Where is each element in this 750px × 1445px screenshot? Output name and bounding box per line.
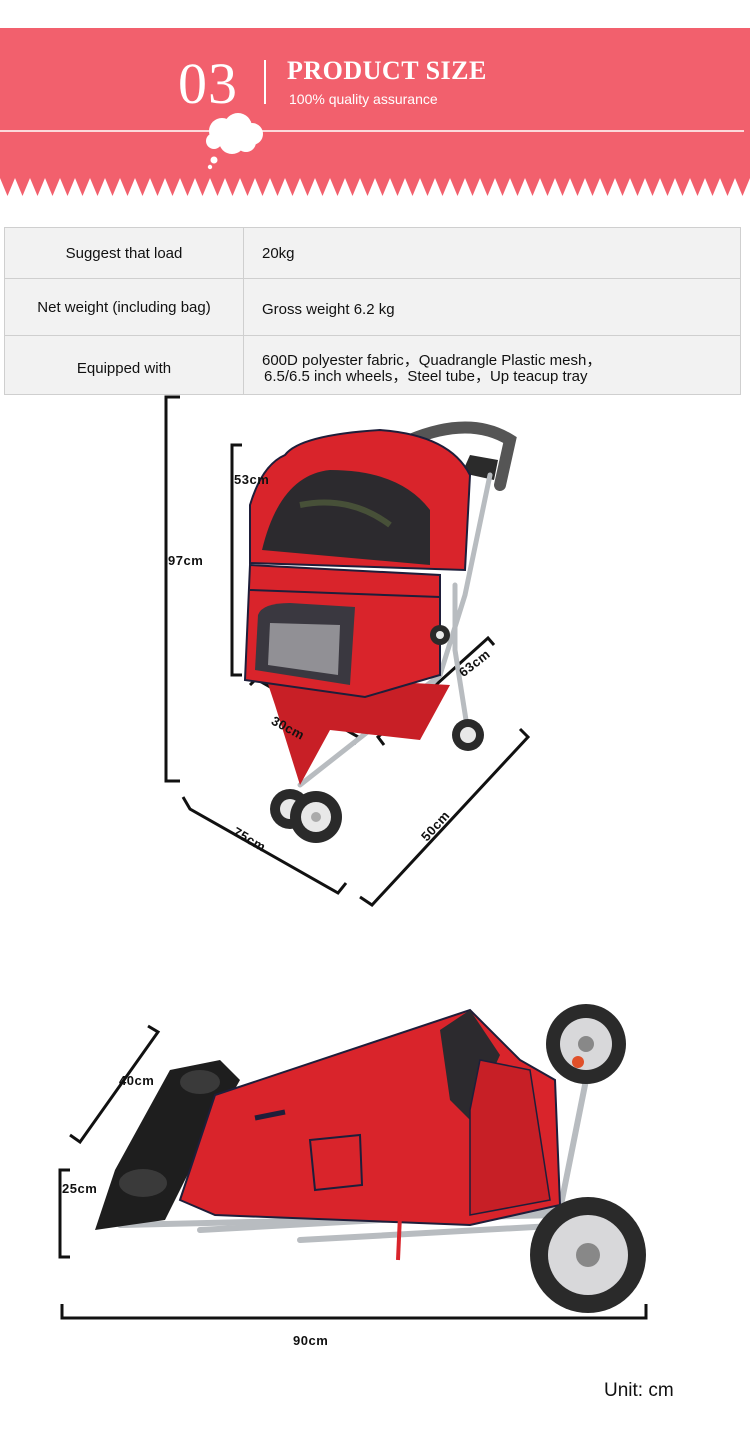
wheel-icon — [430, 625, 450, 645]
dimension-lines — [58, 1024, 648, 1320]
spec-label: Suggest that load — [4, 227, 244, 279]
spec-label: Equipped with — [4, 335, 244, 395]
dimension-label-40: 40cm — [119, 1073, 155, 1088]
cloud-icon — [206, 113, 263, 170]
dimension-label-53: 53cm — [234, 472, 270, 487]
section-title: PRODUCT SIZE — [287, 56, 487, 85]
spec-label: Net weight (including bag) — [4, 278, 244, 336]
wheel-icon — [452, 719, 484, 751]
spec-table: Suggest that load 20kg Net weight (inclu… — [4, 227, 741, 395]
spec-row: Equipped with 600D polyester fabric，Quad… — [4, 335, 741, 395]
spec-row: Net weight (including bag) Gross weight … — [4, 278, 741, 336]
upright-stroller-diagram — [164, 395, 531, 907]
folded-stroller-diagram — [58, 1004, 648, 1320]
spec-value: 600D polyester fabric，Quadrangle Plastic… — [243, 335, 741, 395]
banner-shape — [0, 28, 750, 196]
spec-row: Suggest that load 20kg — [4, 227, 741, 279]
header-banner — [0, 28, 750, 198]
stroller-upright-image — [243, 421, 517, 843]
section-number: 03 — [178, 51, 238, 116]
spec-value: Gross weight 6.2 kg — [243, 278, 741, 336]
dimension-label-97: 97cm — [168, 553, 204, 568]
unit-note: Unit: cm — [604, 1380, 674, 1401]
title-divider — [264, 60, 266, 104]
wheel-icon — [546, 1004, 626, 1084]
section-subtitle: 100% quality assurance — [289, 91, 438, 107]
wheel-icon — [530, 1197, 646, 1313]
wheel-icon — [270, 789, 342, 843]
spec-value-line: 6.5/6.5 inch wheels，Steel tube，Up teacup… — [264, 367, 588, 385]
stroller-folded-image — [95, 1004, 646, 1313]
dimension-label-90: 90cm — [293, 1333, 329, 1348]
spec-value-line: 600D polyester fabric，Quadrangle Plastic… — [262, 351, 602, 369]
dimension-label-25: 25cm — [62, 1181, 98, 1196]
spec-value: 20kg — [243, 227, 741, 279]
